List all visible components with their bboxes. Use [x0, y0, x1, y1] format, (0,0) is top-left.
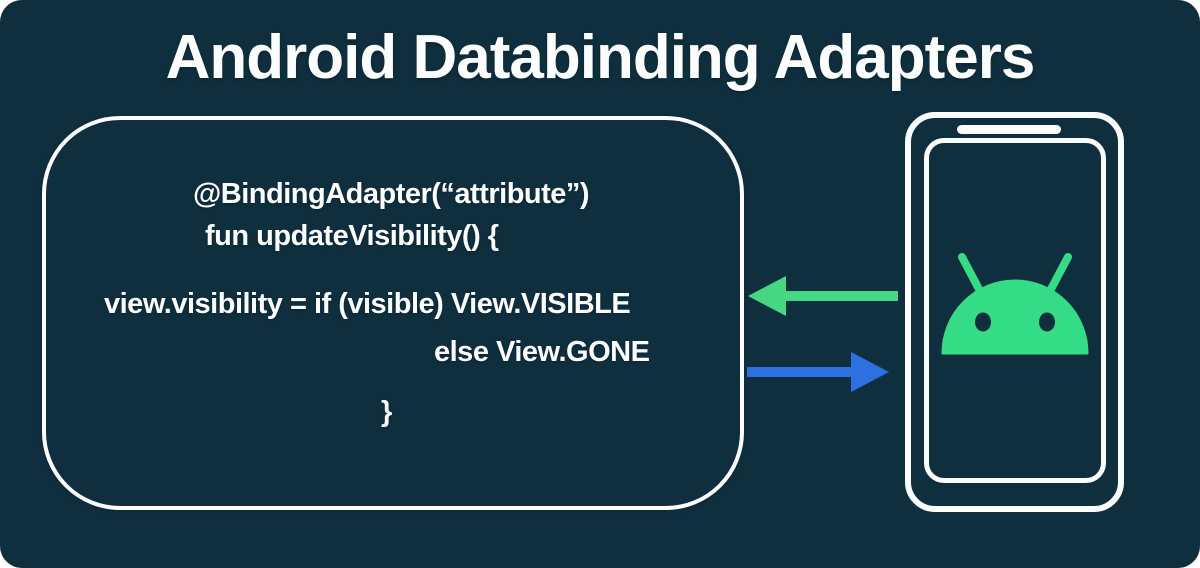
arrow-right-icon: [747, 352, 889, 392]
phone-screen: [924, 138, 1106, 483]
code-line-function-declaration: fun updateVisibility() {: [205, 220, 499, 252]
arrow-left-icon: [748, 276, 898, 316]
code-line-closing-brace: }: [381, 396, 392, 428]
android-robot-icon: [941, 253, 1089, 355]
code-line-else-branch: else View.GONE: [434, 336, 650, 368]
page-title: Android Databinding Adapters: [165, 23, 1036, 92]
code-line-visibility-assignment: view.visibility = if (visible) View.VISI…: [104, 288, 631, 320]
code-line-binding-adapter-annotation: @BindingAdapter(“attribute”): [193, 178, 590, 210]
code-box: @BindingAdapter(“attribute”) fun updateV…: [42, 116, 744, 510]
phone-frame: [905, 112, 1124, 512]
phone-speaker: [957, 125, 1061, 134]
